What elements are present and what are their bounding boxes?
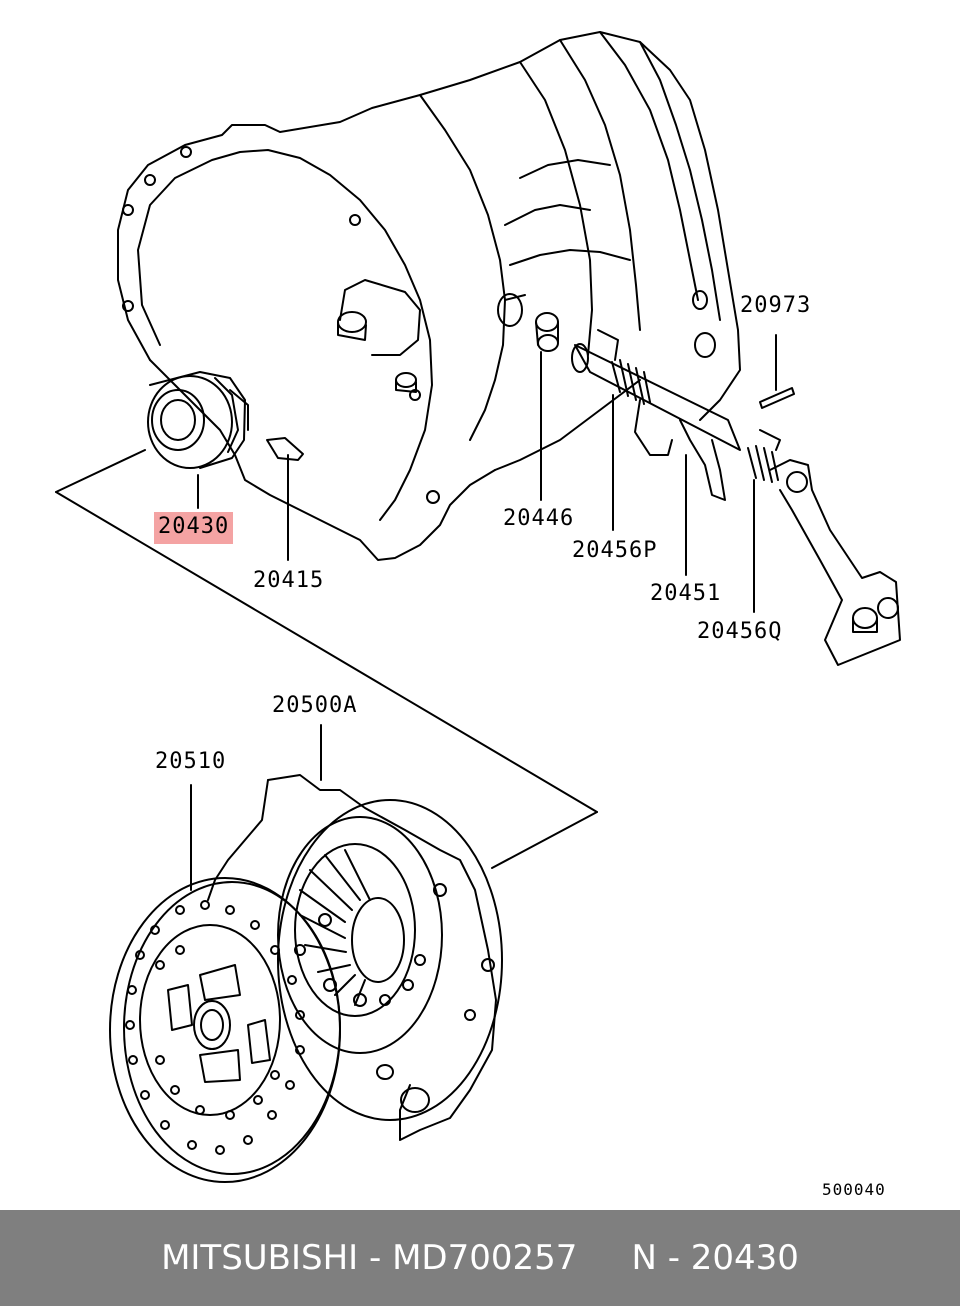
callout-20500A: 20500A (272, 693, 358, 718)
footer-brand: MITSUBISHI (161, 1238, 359, 1278)
footer-gap (577, 1238, 631, 1278)
clip-20415 (267, 438, 303, 460)
release-shaft-20451 (572, 330, 900, 665)
callout-20451: 20451 (650, 581, 722, 606)
release-bearing-20430 (148, 372, 248, 468)
callout-20446: 20446 (503, 506, 575, 531)
clutch-cover-20500A (208, 775, 502, 1140)
footer-part-number: MD700257 (392, 1238, 578, 1278)
clutch-disc-20510 (110, 878, 340, 1182)
callout-20510: 20510 (155, 749, 227, 774)
footer-bar: MITSUBISHI - MD700257 N - 20430 (0, 1210, 960, 1306)
bushing-20446 (536, 313, 558, 351)
footer-separator: - (358, 1238, 393, 1278)
callout-20415: 20415 (253, 568, 325, 593)
pin-20973 (760, 388, 794, 408)
callout-20973: 20973 (740, 293, 812, 318)
callout-20456P: 20456P (572, 538, 658, 563)
clutch-exploded-diagram (0, 0, 960, 1210)
callout-20430-highlighted: 20430 (154, 512, 234, 544)
leader-lines (56, 335, 776, 890)
figure-number: 500040 (822, 1180, 886, 1199)
transmission-housing (118, 32, 740, 560)
footer-ref: N - 20430 (631, 1238, 799, 1278)
callout-20456Q: 20456Q (697, 619, 783, 644)
